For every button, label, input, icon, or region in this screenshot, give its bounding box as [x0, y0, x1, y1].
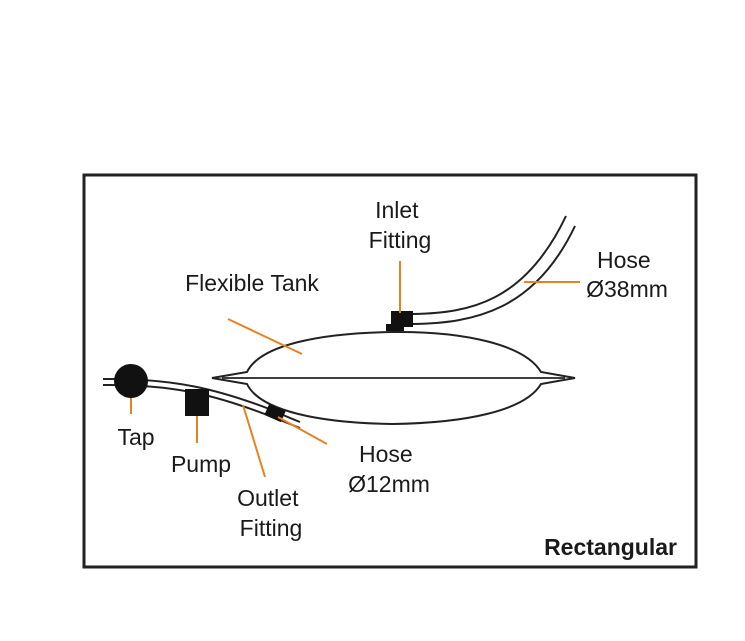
label-flexible-tank: Flexible Tank	[185, 270, 319, 296]
tap-shape	[114, 364, 148, 398]
label-outlet-fitting: Outlet Fitting	[237, 485, 305, 541]
leader-flexible-tank	[227, 318, 303, 355]
hose-38mm-shape	[412, 215, 576, 325]
label-pump: Pump	[171, 451, 231, 477]
leader-hose-12mm	[277, 416, 328, 445]
label-hose-12mm: Hose Ø12mm	[348, 441, 430, 497]
diagram-frame	[82, 173, 698, 569]
label-hose-38mm: Hose Ø38mm	[586, 247, 668, 302]
inlet-fitting-shape	[386, 311, 413, 331]
leader-outlet-fitting	[242, 404, 266, 478]
flexible-tank-shape	[211, 330, 576, 426]
label-inlet-fitting: Inlet Fitting	[369, 197, 432, 253]
pump-shape	[185, 389, 209, 416]
diagram-title: Rectangular	[544, 534, 677, 560]
label-tap: Tap	[117, 424, 154, 450]
